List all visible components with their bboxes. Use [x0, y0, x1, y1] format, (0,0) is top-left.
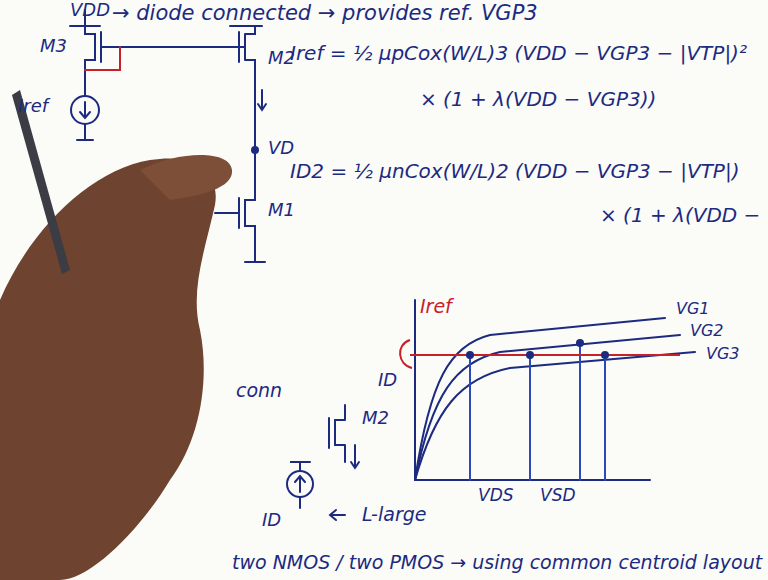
- current-arrow: [351, 445, 359, 468]
- note: L-large: [362, 504, 426, 525]
- current-arrow: [258, 90, 266, 110]
- iref-line: [410, 354, 680, 356]
- current-source-arrow: [77, 102, 93, 140]
- note: conn: [236, 380, 282, 401]
- hand-palm: [0, 158, 216, 580]
- vdd-rail: [230, 25, 262, 27]
- projection-line: [470, 343, 605, 480]
- curve-label: VG2: [690, 322, 724, 340]
- note: → diode connected → provides ref. VGP3: [112, 2, 538, 25]
- part-name: M1: [268, 200, 295, 220]
- output-node: [252, 147, 258, 153]
- pen: [12, 90, 70, 274]
- hand-finger: [140, 155, 232, 200]
- iref-bracket: [400, 340, 412, 368]
- equation: ID2 = ½ μnCox(W/L)2 (VDD − VGP3 − |VTP|): [290, 160, 739, 182]
- transistor-m2: [329, 405, 345, 462]
- signal-name: VD: [268, 138, 294, 158]
- diode-connection: [85, 47, 120, 70]
- equation: × (1 + λ(VDD −: [600, 204, 760, 226]
- curve-label: VG3: [706, 345, 740, 363]
- graph-axes: [415, 300, 650, 480]
- wire: [290, 462, 310, 470]
- pointer-arrow: [330, 510, 345, 520]
- part-name: M3: [40, 36, 67, 56]
- iv-curve: [415, 352, 695, 480]
- equation: × (1 + λ(VDD − VGP3)): [420, 88, 656, 110]
- signal-name: ID: [262, 510, 281, 530]
- part-name: M2: [362, 408, 389, 428]
- current-source-arrow: [295, 476, 305, 508]
- axis-label: VSD: [540, 486, 576, 505]
- operating-point: [576, 339, 584, 347]
- supply-label: VDD: [70, 0, 110, 20]
- curve-label: VG1: [676, 300, 710, 318]
- signal-name: Iref: [18, 96, 48, 116]
- note: two NMOS / two PMOS → using common centr…: [232, 552, 762, 573]
- equation: Iref = ½ μpCox(W/L)3 (VDD − VGP3 − |VTP|…: [290, 42, 747, 64]
- presenter-hand: [0, 90, 232, 580]
- operating-point: [601, 351, 609, 359]
- graph-label: Iref: [420, 296, 452, 317]
- axis-label: ID: [378, 370, 397, 390]
- wire: [84, 80, 86, 95]
- pmos-m3: [85, 26, 245, 80]
- axis-label: VDS: [478, 486, 514, 505]
- nmos-m1: [215, 198, 265, 262]
- operating-point: [466, 351, 474, 359]
- pmos-m2: [239, 26, 255, 200]
- operating-point: [526, 351, 534, 359]
